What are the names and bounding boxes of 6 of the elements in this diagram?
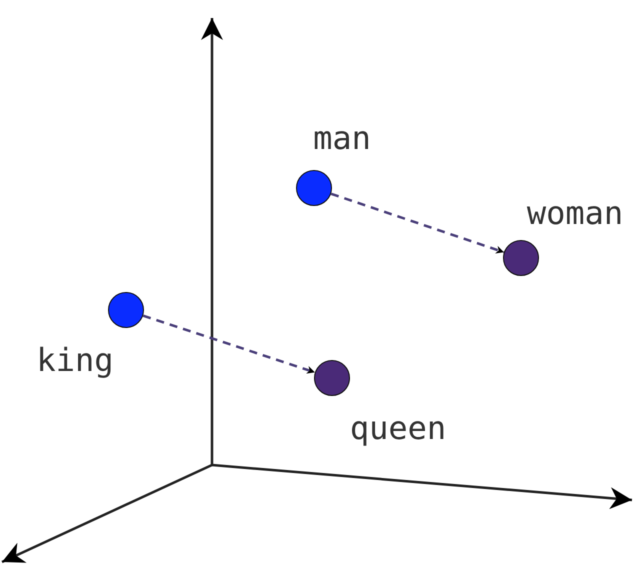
dashed-arrow [142, 314, 316, 374]
word-label: man [313, 122, 371, 154]
dashed-arrow [330, 192, 504, 254]
word-label: queen [350, 412, 446, 444]
word-label: king [36, 344, 114, 376]
word-label: woman [526, 197, 624, 229]
